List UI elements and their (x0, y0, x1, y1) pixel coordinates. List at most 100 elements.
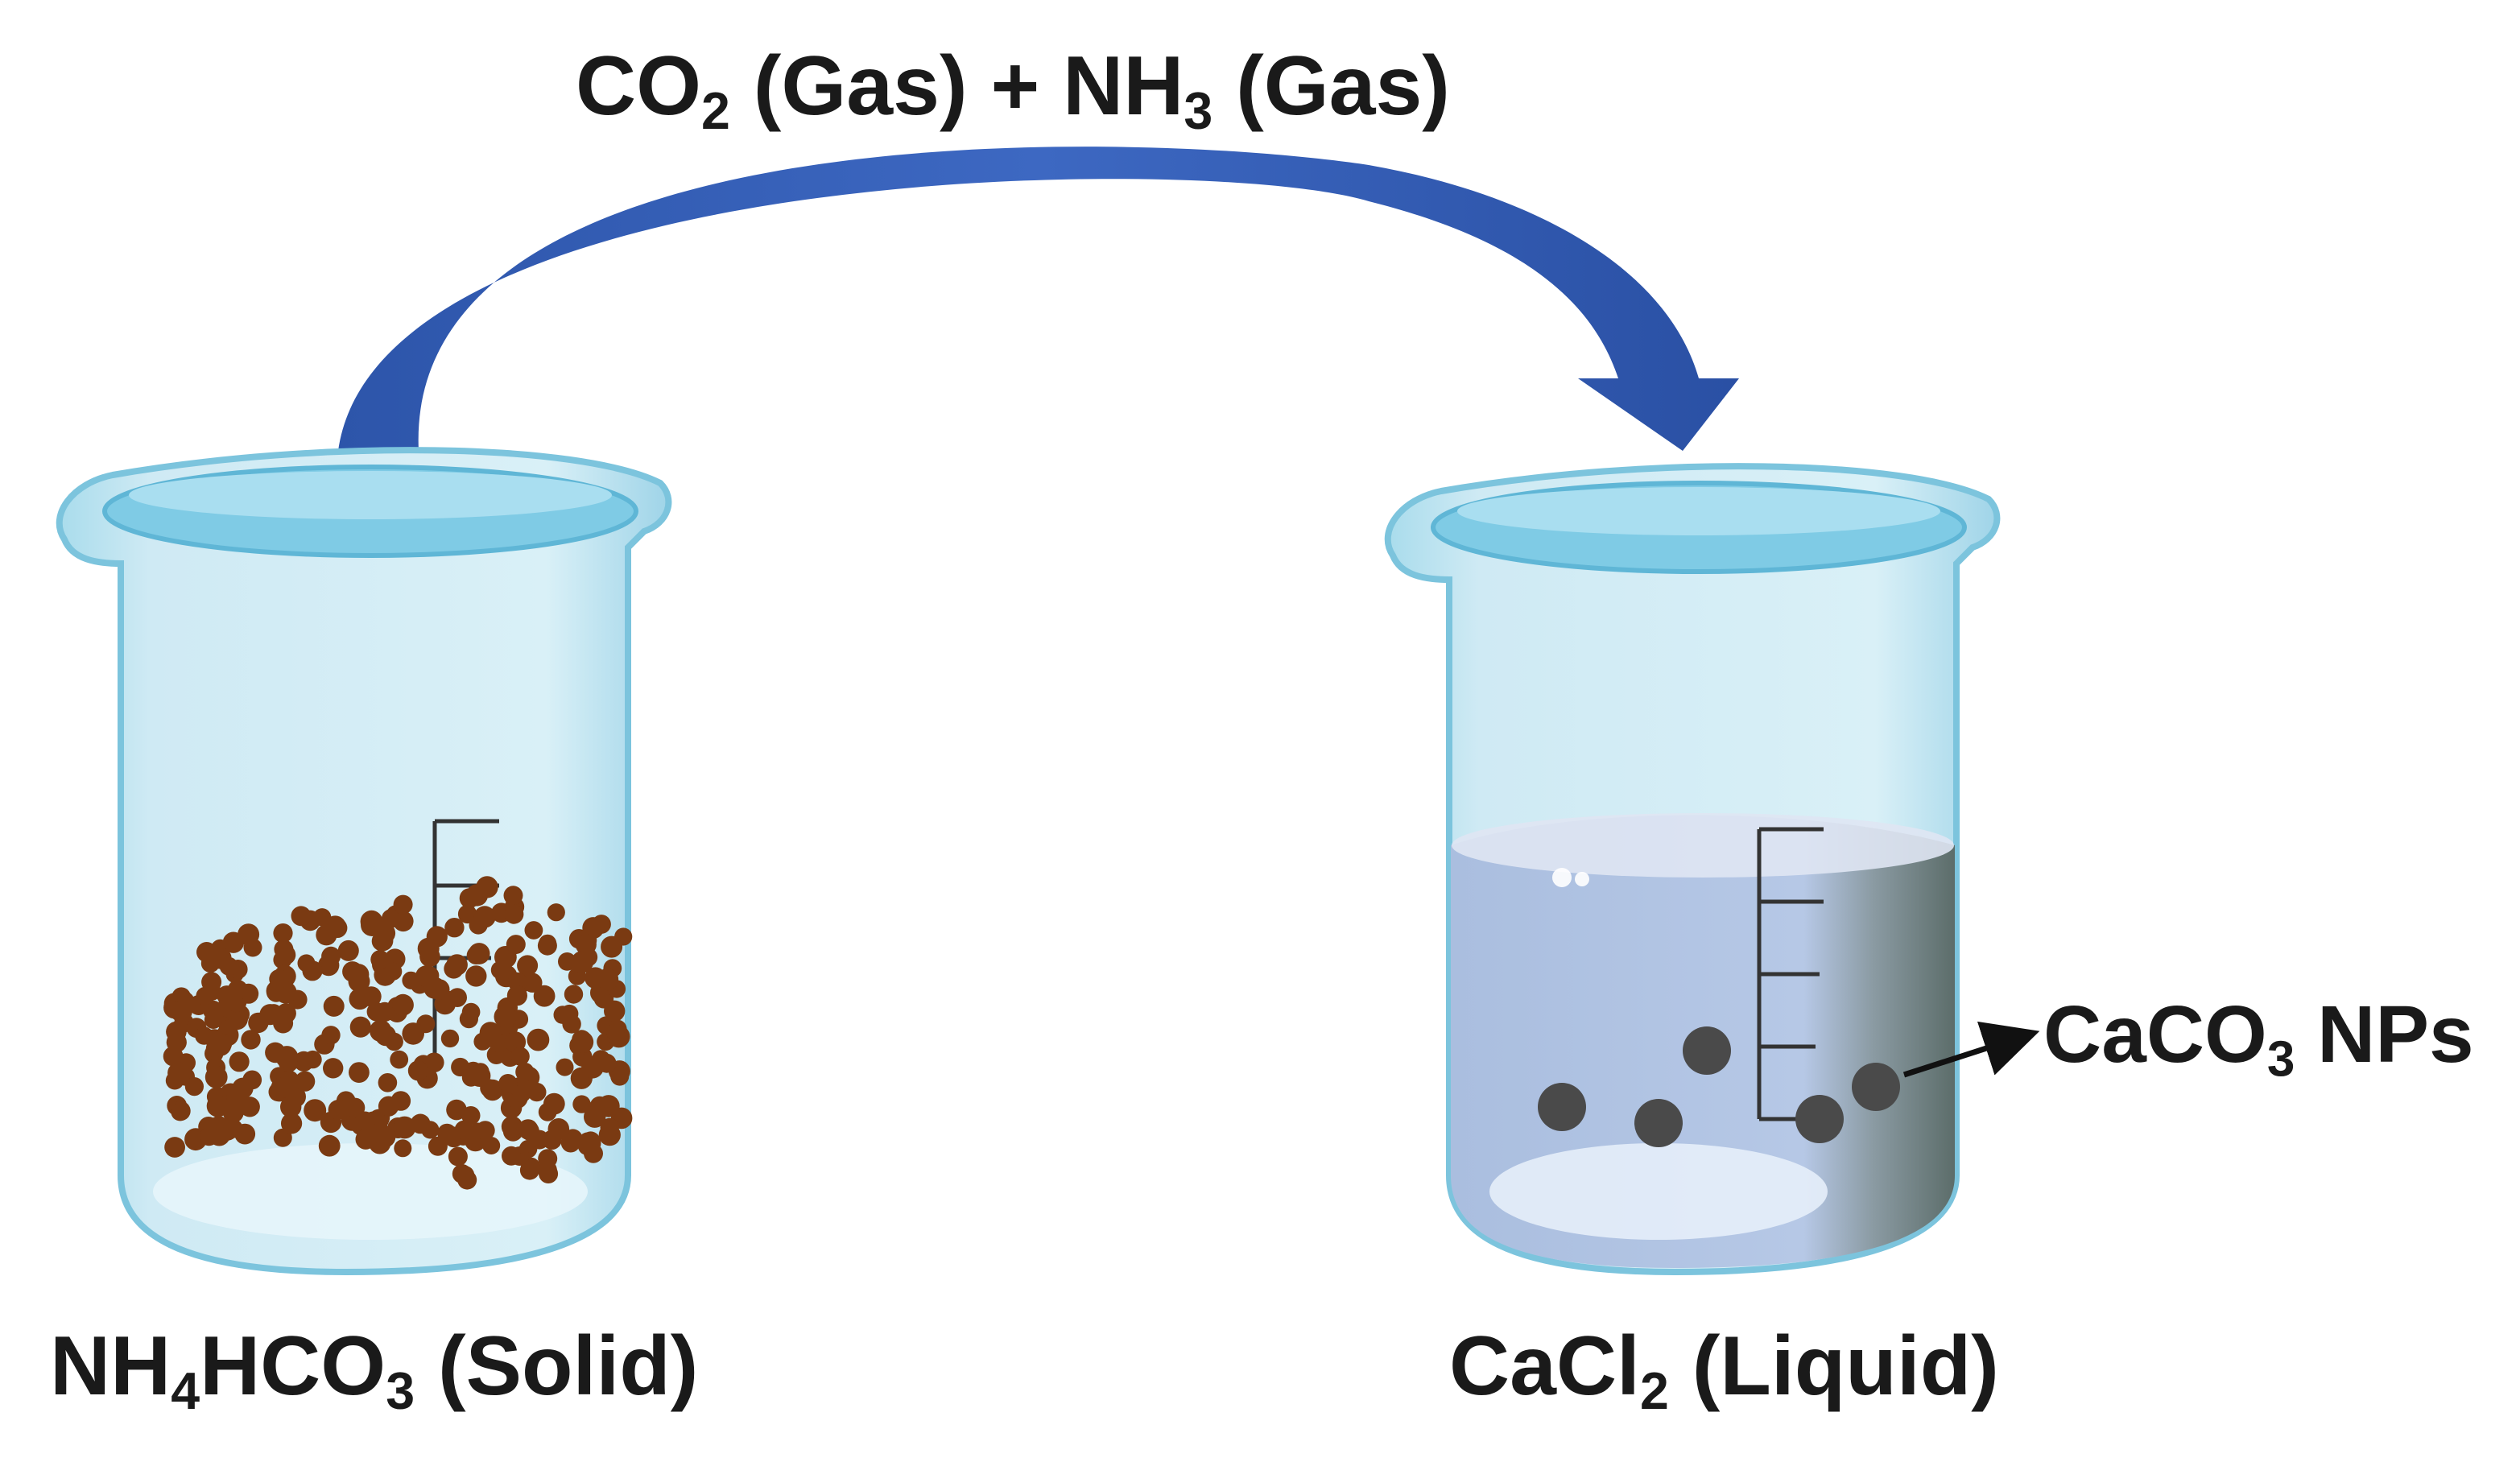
solid-particle (360, 910, 383, 933)
solid-particle (533, 985, 556, 1007)
gas-label-nh: (Gas) + NH (729, 39, 1184, 133)
solid-particle (327, 918, 348, 938)
solid-particle (402, 1022, 424, 1045)
solid-particle (473, 906, 496, 928)
solid-particle (444, 918, 465, 938)
solid-label-nh: NH (50, 1320, 171, 1413)
solid-particle (241, 1030, 261, 1050)
solid-particle (575, 934, 597, 956)
np-label-nps: NPs (2295, 989, 2474, 1080)
solid-particle (291, 906, 312, 927)
solid-particle (524, 921, 543, 940)
solid-particle (510, 1047, 530, 1066)
solid-particle (476, 876, 498, 898)
solid-particle (275, 1046, 299, 1069)
solid-particle (293, 1051, 314, 1072)
solid-particle (304, 1099, 327, 1122)
liquid-label-state: (Liquid) (1668, 1320, 1999, 1413)
solid-particle (490, 960, 510, 980)
solid-particle (382, 909, 400, 928)
gas-label-sub-3: 3 (1184, 82, 1213, 141)
solid-particle (506, 985, 528, 1006)
solid-particle (227, 980, 248, 1000)
solid-particle (512, 1084, 531, 1103)
solid-particles (163, 876, 633, 1190)
solid-particle (572, 1095, 591, 1113)
solid-particle (502, 1117, 523, 1138)
solid-particle (184, 1077, 204, 1096)
solid-particle (519, 1160, 539, 1180)
solid-particle (581, 1055, 604, 1079)
np-label-caco: CaCO (2043, 989, 2267, 1080)
solid-particle (209, 947, 232, 969)
gas-label-sub-2: 2 (701, 82, 730, 141)
solid-particle (269, 969, 289, 989)
solid-particle (459, 1010, 479, 1029)
solid-particle (196, 986, 215, 1006)
solid-label-sub-4: 4 (171, 1362, 200, 1421)
nanoparticles-label: CaCO3 NPs (2043, 994, 2474, 1084)
solid-label-sub-3: 3 (386, 1362, 415, 1421)
nanoparticles (1538, 1026, 1900, 1147)
solid-particle (321, 1026, 341, 1045)
solid-particle (209, 1034, 232, 1056)
solid-particle (437, 1123, 457, 1143)
solid-particle (407, 1060, 428, 1081)
solid-particle (556, 1058, 574, 1076)
solid-particle (355, 1129, 376, 1150)
solid-particle (384, 962, 403, 981)
solid-particle (523, 973, 543, 993)
solid-particle (475, 1121, 495, 1141)
solid-particle (584, 1105, 606, 1128)
solid-particle (537, 1160, 557, 1180)
solid-particle (328, 1100, 349, 1120)
solid-particle (170, 1000, 192, 1022)
solid-particle (547, 1118, 570, 1140)
solid-particle (604, 1000, 626, 1022)
gas-label-gas: (Gas) (1212, 39, 1450, 133)
solid-particle (204, 1066, 228, 1088)
solid-particle (494, 1006, 517, 1028)
solid-particle (374, 1002, 395, 1022)
solid-particle (530, 1130, 549, 1150)
solid-particle (281, 1113, 303, 1134)
solid-particle (503, 886, 523, 906)
solid-particle (354, 1111, 376, 1133)
solid-particle (378, 1096, 399, 1117)
solid-particle (601, 935, 623, 958)
solid-particle (375, 1025, 396, 1047)
solid-particle (297, 954, 316, 973)
solid-particle (195, 1026, 213, 1045)
solid-particle (349, 1016, 371, 1038)
solid-particle (473, 1032, 492, 1051)
solid-particle (323, 1058, 344, 1079)
solid-particle (585, 967, 606, 989)
solid-label-state: (Solid) (415, 1320, 699, 1413)
solid-particle (457, 1170, 477, 1190)
solid-particle (465, 965, 487, 987)
solid-particle (337, 940, 359, 961)
liquid-label-sub-2: 2 (1639, 1362, 1669, 1421)
solid-particle (527, 1082, 547, 1102)
solid-particle (393, 1116, 416, 1139)
pointer-arrow-icon (1902, 1021, 2040, 1078)
solid-particle (378, 1073, 398, 1092)
curved-arrow-icon (338, 147, 1739, 451)
solid-particle (440, 1029, 460, 1048)
solid-particle (264, 1004, 283, 1022)
solid-particle (502, 1146, 521, 1166)
solid-particle (410, 1113, 431, 1134)
solid-particle (390, 1050, 409, 1069)
solid-particle (498, 1074, 518, 1093)
solid-particle (417, 937, 440, 960)
solid-particle (273, 923, 293, 944)
solid-particle (506, 935, 526, 955)
solid-particle (558, 952, 576, 971)
solid-particle (226, 1088, 246, 1109)
solid-particle (600, 1117, 619, 1138)
measurement-scale-right (1757, 827, 1824, 1121)
solid-particle (392, 993, 414, 1016)
np-label-sub-3: 3 (2266, 1031, 2295, 1088)
